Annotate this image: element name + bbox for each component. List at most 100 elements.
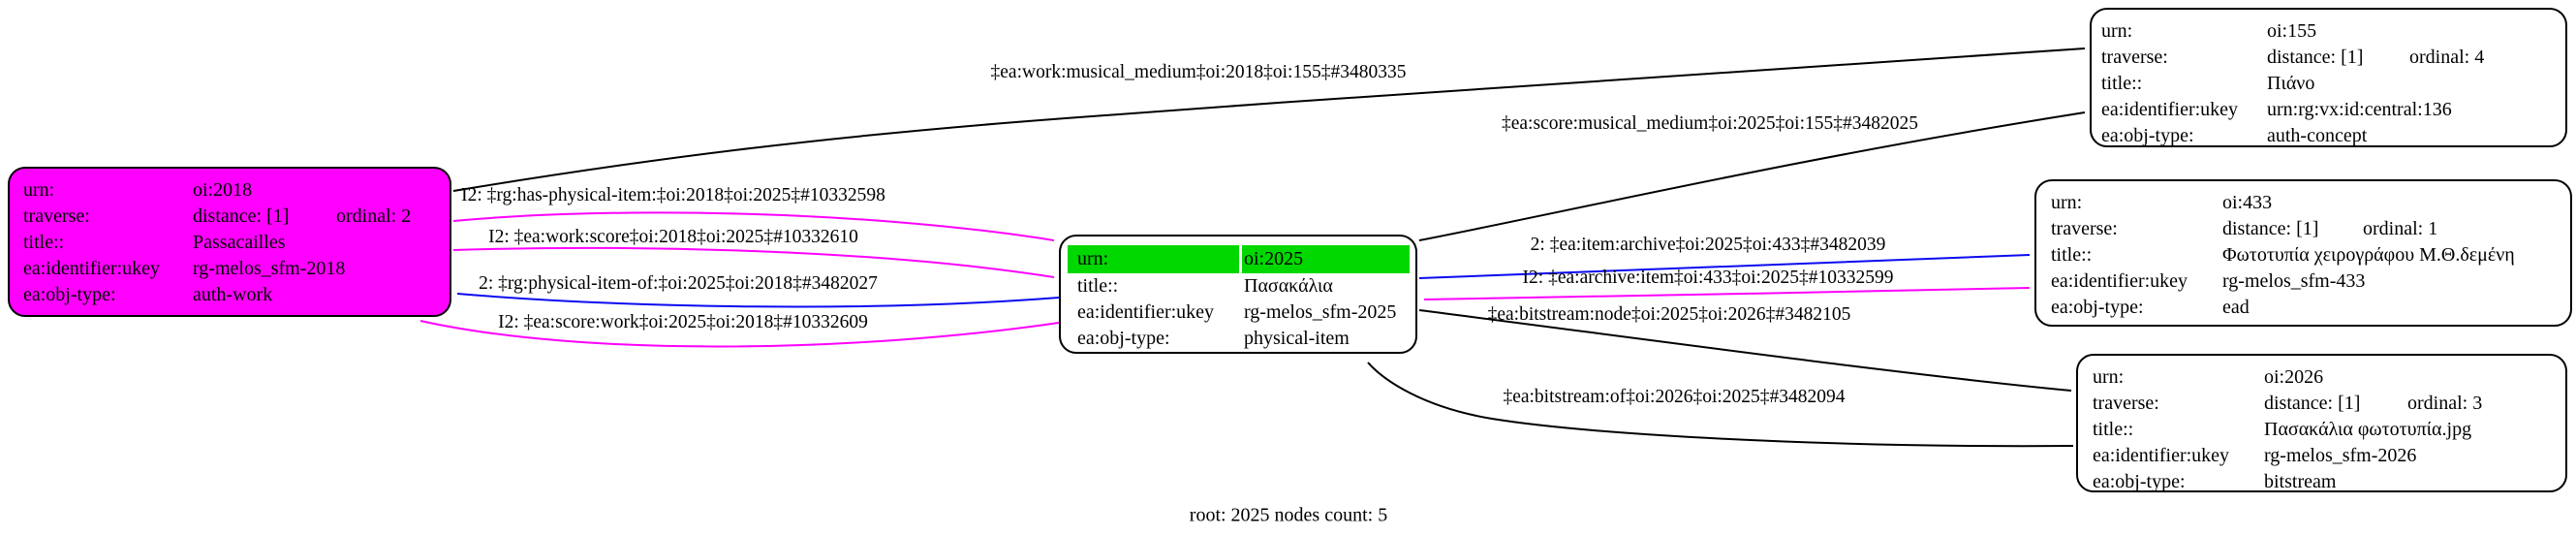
field-key: ea:identifier:ukey bbox=[2093, 445, 2230, 466]
field-value: rg-melos_sfm-2018 bbox=[193, 258, 346, 279]
edge-work-score bbox=[452, 246, 1055, 278]
field-key: traverse: bbox=[23, 205, 90, 227]
field-key: title:: bbox=[2093, 419, 2134, 440]
highlight-cell-value bbox=[1242, 245, 1410, 273]
field-ordinal: ordinal: 1 bbox=[2363, 218, 2438, 239]
node-oi-2026-row: ea:obj-type: bitstream bbox=[2078, 469, 2565, 495]
field-ordinal: ordinal: 2 bbox=[336, 205, 412, 227]
node-oi-2018-row: title::Passacailles bbox=[10, 230, 450, 256]
field-key: traverse: bbox=[2093, 393, 2159, 414]
field-key: ea:obj-type: bbox=[1077, 328, 1170, 349]
node-oi-2026-row: title::Πασακάλια φωτοτυπία.jpg bbox=[2078, 417, 2565, 443]
field-key: ea:obj-type: bbox=[23, 284, 116, 305]
highlight-cell-key bbox=[1068, 245, 1239, 273]
field-key: ea:identifier:ukey bbox=[2101, 99, 2239, 120]
node-oi-2026-row: traverse: distance: [1] ordinal: 3 bbox=[2078, 391, 2565, 417]
field-key: title:: bbox=[2051, 244, 2093, 266]
node-oi-155-row: title::Πιάνο bbox=[2092, 71, 2565, 97]
node-oi-2026: urn: oi:2026 traverse: distance: [1] ordinal… bbox=[2076, 354, 2567, 492]
node-oi-433-row: ea:obj-type: ead bbox=[2036, 295, 2570, 321]
field-key: urn: bbox=[2051, 192, 2083, 213]
field-value: distance: [1] bbox=[2264, 393, 2361, 414]
node-oi-155-row: traverse: distance: [1] ordinal: 4 bbox=[2092, 45, 2565, 71]
node-oi-155: urn: oi:155 traverse: distance: [1] ordinal:… bbox=[2090, 8, 2567, 147]
edge-label-score-work: I2: ‡ea:score:work‡oi:2025‡oi:2018‡#1033… bbox=[498, 312, 868, 332]
field-value: bitstream bbox=[2264, 471, 2337, 492]
node-oi-2026-row: ea:identifier:ukey rg-melos_sfm-2026 bbox=[2078, 443, 2565, 469]
node-oi-2018: urn: oi:2018 traverse: distance: [1] ordinal… bbox=[8, 167, 451, 317]
node-oi-2018-row: ea:obj-type: auth-work bbox=[10, 282, 450, 308]
edge-label-score-musical-medium: ‡ea:score:musical_medium‡oi:2025‡oi:155‡… bbox=[1501, 113, 1919, 134]
edge-bitstream-of bbox=[1367, 362, 2074, 448]
field-value: auth-concept bbox=[2267, 125, 2368, 146]
field-key: urn: bbox=[2093, 366, 2125, 388]
edge-work-musical-medium bbox=[452, 47, 2086, 192]
node-oi-2018-row: ea:identifier:ukey rg-melos_sfm-2018 bbox=[10, 256, 450, 282]
edge-label-work-musical-medium: ‡ea:work:musical_medium‡oi:2018‡oi:155‡#… bbox=[990, 62, 1407, 82]
field-value: auth-work bbox=[193, 284, 273, 305]
edge-item-archive bbox=[1418, 254, 2031, 279]
edge-label-archive-item: I2: ‡ea:archive:item‡oi:433‡oi:2025‡#103… bbox=[1522, 268, 1894, 288]
footer-status-text: root: 2025 nodes count: 5 bbox=[1189, 504, 1388, 526]
field-key: ea:identifier:ukey bbox=[23, 258, 161, 279]
node-oi-433-row: title::Φωτοτυπία χειρογράφου Μ.Θ.δεμένη bbox=[2036, 242, 2570, 268]
field-key: title:: bbox=[2101, 73, 2143, 94]
field-value: ead bbox=[2222, 297, 2250, 318]
field-value: oi:2026 bbox=[2264, 366, 2324, 388]
field-key: urn: bbox=[23, 179, 55, 201]
node-oi-2018-row: traverse: distance: [1] ordinal: 2 bbox=[10, 204, 450, 230]
node-oi-155-row: ea:identifier:ukey urn:rg:vx:id:central:1… bbox=[2092, 97, 2565, 123]
field-value: oi:155 bbox=[2267, 20, 2317, 42]
node-oi-433: urn: oi:433 traverse: distance: [1] ordinal:… bbox=[2034, 179, 2572, 327]
field-key: traverse: bbox=[2101, 47, 2168, 68]
edge-label-has-physical-item: I2: ‡rg:has-physical-item:‡oi:2018‡oi:20… bbox=[461, 185, 885, 205]
field-value: Πασακάλια bbox=[1244, 275, 1333, 297]
field-value: Πιάνο bbox=[2267, 73, 2315, 94]
edge-label-item-archive: 2: ‡ea:item:archive‡oi:2025‡oi:433‡#3482… bbox=[1530, 235, 1886, 255]
field-value: rg-melos_sfm-433 bbox=[2222, 270, 2366, 292]
field-key: urn: bbox=[2101, 20, 2133, 42]
node-oi-433-row: urn: oi:433 bbox=[2036, 190, 2570, 216]
field-key: ea:obj-type: bbox=[2101, 125, 2194, 146]
field-value: Φωτοτυπία χειρογράφου Μ.Θ.δεμένη bbox=[2222, 244, 2515, 266]
field-value: rg-melos_sfm-2025 bbox=[1244, 301, 1397, 323]
edge-label-bitstream-node: ‡ea:bitstream:node‡oi:2025‡oi:2026‡#3482… bbox=[1487, 304, 1851, 325]
field-ordinal: ordinal: 4 bbox=[2409, 47, 2485, 68]
node-oi-2018-row: urn: oi:2018 bbox=[10, 177, 450, 204]
node-oi-2025-row: urn: oi:2025 bbox=[1061, 245, 1415, 273]
edge-bitstream-node bbox=[1418, 309, 2072, 392]
edge-label-physical-item-of: 2: ‡rg:physical-item-of:‡oi:2025‡oi:2018… bbox=[479, 273, 878, 294]
edge-score-musical-medium bbox=[1418, 111, 2086, 241]
node-oi-2025-row: title::Πασακάλια bbox=[1061, 273, 1415, 300]
field-key: title:: bbox=[23, 232, 65, 253]
node-oi-433-row: traverse: distance: [1] ordinal: 1 bbox=[2036, 216, 2570, 242]
field-value: oi:433 bbox=[2222, 192, 2273, 213]
field-value: rg-melos_sfm-2026 bbox=[2264, 445, 2417, 466]
field-value: physical-item bbox=[1244, 328, 1350, 349]
node-oi-433-row: ea:identifier:ukey rg-melos_sfm-433 bbox=[2036, 268, 2570, 295]
field-key: ea:identifier:ukey bbox=[2051, 270, 2188, 292]
field-value: distance: [1] bbox=[193, 205, 290, 227]
field-key: traverse: bbox=[2051, 218, 2118, 239]
field-value: Passacailles bbox=[193, 232, 286, 253]
edge-physical-item-of bbox=[456, 293, 1060, 308]
field-ordinal: ordinal: 3 bbox=[2407, 393, 2483, 414]
field-value: distance: [1] bbox=[2222, 218, 2319, 239]
edge-archive-item bbox=[1423, 287, 2031, 300]
node-oi-2025-row: ea:obj-type: physical-item bbox=[1061, 326, 1415, 352]
field-value: oi:2025 bbox=[1244, 248, 1304, 269]
edge-label-work-score: I2: ‡ea:work:score‡oi:2018‡oi:2025‡#1033… bbox=[488, 227, 858, 247]
field-key: ea:obj-type: bbox=[2093, 471, 2186, 492]
field-value: urn:rg:vx:id:central:136 bbox=[2267, 99, 2452, 120]
field-key: ea:obj-type: bbox=[2051, 297, 2144, 318]
field-key: urn: bbox=[1077, 248, 1109, 269]
field-value: Πασακάλια φωτοτυπία.jpg bbox=[2264, 419, 2472, 440]
field-value: oi:2018 bbox=[193, 179, 253, 201]
edge-has-physical-item bbox=[452, 211, 1055, 241]
field-value: distance: [1] bbox=[2267, 47, 2364, 68]
edge-label-bitstream-of: ‡ea:bitstream:of‡oi:2026‡oi:2025‡#348209… bbox=[1503, 387, 1846, 407]
node-oi-155-row: ea:obj-type: auth-concept bbox=[2092, 123, 2565, 149]
